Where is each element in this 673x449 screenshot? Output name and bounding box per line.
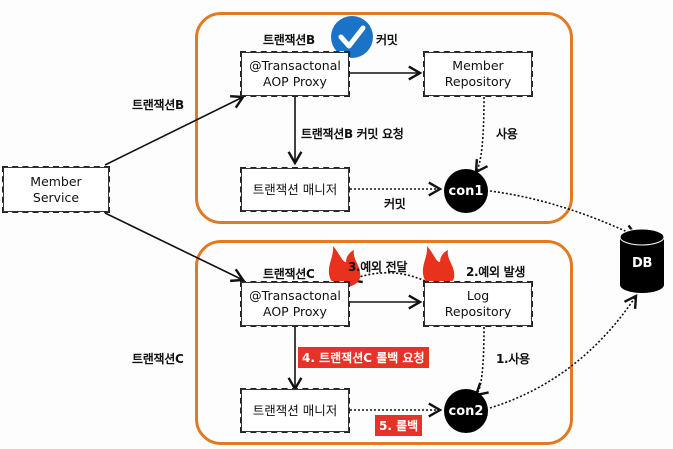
- use-step-label: 1.사용: [496, 352, 530, 366]
- connection-con2: con2: [444, 389, 488, 433]
- transaction-b-label: 트랜잭션B: [132, 98, 184, 112]
- db-label: DB: [632, 256, 653, 271]
- commit-badge-label: 커밋: [376, 33, 398, 47]
- arrow-con2-to-db: [489, 293, 638, 409]
- arrow-repo-c-to-con2: [474, 326, 489, 397]
- transaction-b-title: 트랜잭션B: [263, 33, 315, 47]
- fire-icon: [422, 246, 455, 287]
- transaction-c-frame: [195, 240, 573, 445]
- transaction-b-frame: [195, 12, 573, 224]
- transaction-manager-b: 트랜잭션 매니저: [240, 167, 350, 212]
- commit-label: 커밋: [384, 197, 406, 211]
- use-label: 사용: [496, 127, 518, 141]
- fire-icon: [328, 246, 361, 287]
- exception-propagate-label: 3.예외 전달: [348, 260, 408, 274]
- rollback-label: 5. 롤백: [375, 415, 423, 436]
- transaction-c-label: 트랜잭션C: [132, 352, 184, 366]
- commit-request-label: 트랜잭션B 커밋 요청: [301, 127, 404, 141]
- db-cylinder-icon: [619, 228, 665, 293]
- connection-con1: con1: [444, 169, 488, 213]
- arrow-service-to-proxy-b: [104, 95, 246, 166]
- arrow-service-to-proxy-c: [104, 212, 246, 283]
- check-icon: [331, 16, 373, 58]
- rollback-request-label: 4. 트랜잭션C 롤백 요청: [298, 347, 429, 368]
- exception-occur-label: 2.예외 발생: [466, 265, 526, 279]
- arrow-con1-to-db: [489, 190, 639, 239]
- transaction-manager-c: 트랜잭션 매니저: [240, 388, 350, 433]
- transaction-c-title: 트랜잭션C: [263, 267, 315, 281]
- arrow-repo-b-to-con1: [474, 96, 489, 175]
